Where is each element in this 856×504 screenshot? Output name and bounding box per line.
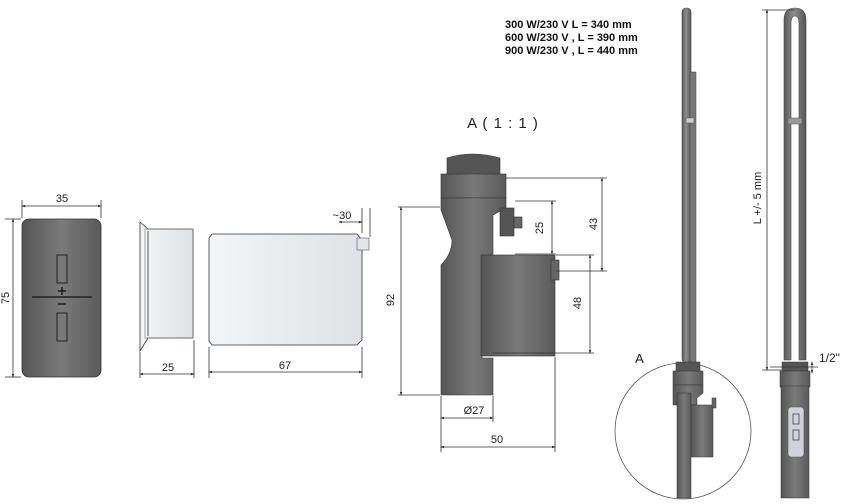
detail-a-view: A ( 1 : 1 ) 92 25 43 48 Ø27 50: [385, 115, 607, 452]
heater-block: [690, 404, 714, 458]
housing-side-view: 67 ~30: [208, 208, 371, 378]
housing-tip: [356, 237, 370, 251]
heater-rod-back: [689, 71, 697, 364]
detail-title: A ( 1 : 1 ): [467, 115, 539, 132]
display-slot-bottom: [56, 312, 68, 342]
heater-side-view: A: [614, 7, 752, 500]
housing-body: [208, 233, 363, 346]
spec-list: 300 W/230 V L = 340 mm 600 W/230 V , L =…: [505, 19, 638, 57]
display-slot-top: [56, 254, 68, 284]
display-digit-bottom: [792, 429, 800, 441]
label-cap-depth: 25: [162, 362, 174, 374]
label-front-height: 75: [0, 292, 12, 304]
label-total-height: 92: [385, 294, 397, 306]
heater-front-collar: [779, 370, 811, 388]
detail-marker-a: A: [635, 351, 645, 366]
detail-thread-top: [446, 153, 501, 176]
label-top-offset: 43: [588, 218, 600, 230]
heater-rod-front: [681, 7, 692, 364]
label-front-width: 35: [56, 193, 68, 205]
label-housing-tip: ~30: [333, 210, 352, 222]
detail-block: [480, 254, 556, 357]
detail-collar: [440, 173, 507, 199]
label-lower-block: 48: [572, 297, 584, 309]
heater-collar: [672, 370, 704, 386]
label-length-tolerance: L +/- 5 mm: [752, 172, 764, 224]
detail-body: [440, 197, 507, 396]
cap-side-view: 25: [139, 221, 195, 378]
label-thread: 1/2": [819, 351, 840, 365]
heater-front-view: L +/- 5 mm 1/2": [752, 7, 840, 499]
label-upper-offset: 25: [534, 222, 546, 234]
heater-body-lower: [676, 392, 692, 499]
display-digit-top: [792, 413, 800, 425]
spec-line-3: 900 W/230 V , L = 440 mm: [505, 45, 638, 57]
front-face: [21, 218, 102, 378]
detail-knob: [499, 207, 515, 237]
spec-line-2: 600 W/230 V , L = 390 mm: [505, 32, 638, 44]
heater-loop: [783, 7, 807, 361]
label-diameter: Ø27: [464, 405, 485, 417]
label-overall-width: 50: [491, 434, 503, 446]
display-panel: [787, 406, 805, 458]
front-view: 35 75: [0, 193, 102, 378]
label-housing-length: 67: [279, 360, 291, 372]
plus-icon: [58, 287, 66, 295]
spec-line-1: 300 W/230 V L = 340 mm: [505, 19, 632, 31]
